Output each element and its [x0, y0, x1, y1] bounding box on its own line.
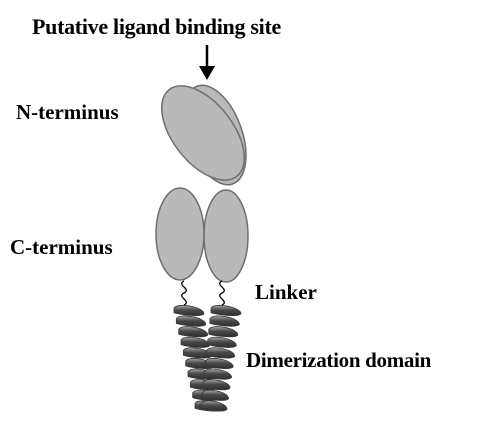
n-terminal-domain: [145, 71, 260, 195]
c-terminal-lobe-left: [156, 188, 204, 280]
helix-turn: [204, 369, 231, 379]
helix-turn: [174, 305, 204, 315]
helix-turn: [208, 337, 237, 347]
helix-turn: [205, 358, 233, 368]
helix-turn: [209, 327, 238, 337]
linker-right: [220, 281, 225, 305]
helix-turn: [179, 327, 208, 337]
linker: [182, 281, 225, 305]
helix-turn: [201, 401, 227, 411]
c-terminal-domain: [156, 188, 248, 282]
linker-left: [182, 281, 187, 305]
helix-turn: [181, 337, 210, 347]
helix-turn: [210, 316, 240, 326]
ligand-arrow: [199, 45, 215, 80]
helix-turn: [176, 316, 206, 326]
c-terminal-lobe-right: [204, 190, 248, 282]
helix-turn: [202, 390, 228, 400]
helix-turn: [211, 305, 241, 315]
helix-turn: [203, 380, 230, 390]
helix-turn: [207, 348, 235, 358]
